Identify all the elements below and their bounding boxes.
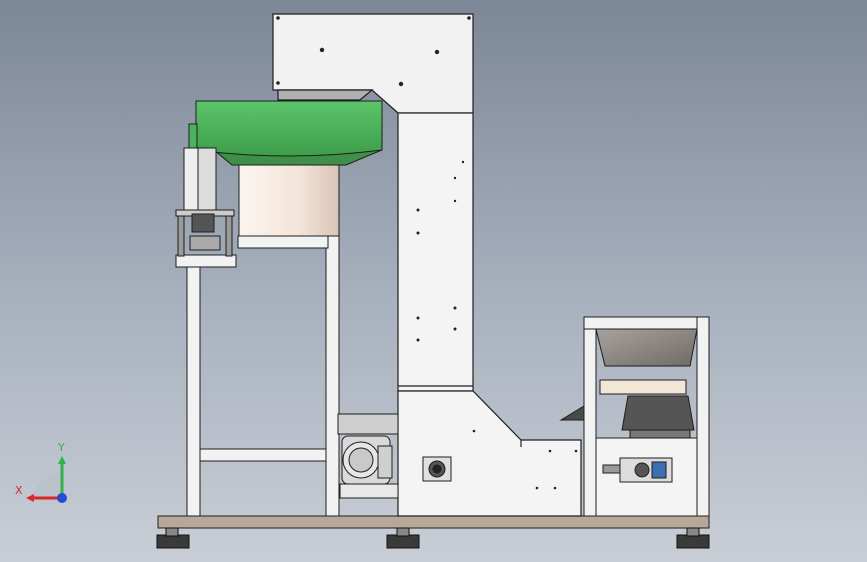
- discharge-hopper: [559, 316, 710, 517]
- vibratory-bowl: [195, 100, 383, 237]
- pneumatic-actuator: [602, 457, 673, 483]
- leveling-feet: [156, 527, 710, 549]
- bolt-holes: [276, 16, 578, 490]
- base-plate: [157, 515, 710, 529]
- x-axis-label: X: [15, 484, 23, 497]
- axis-triad: X Y: [12, 440, 82, 510]
- drive-motor: [337, 413, 399, 499]
- bucket-elevator: [272, 13, 582, 517]
- y-axis-label: Y: [58, 441, 65, 454]
- linear-feeder: [175, 123, 235, 257]
- triad-graphic: [26, 456, 67, 503]
- left-support-frame: [175, 235, 340, 517]
- bearing-block: [422, 456, 452, 482]
